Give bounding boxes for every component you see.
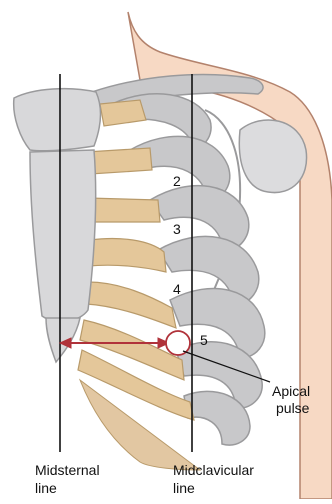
midclavicular-label-line1: Midclavicular	[173, 463, 254, 478]
midsternal-label-line2: line	[35, 481, 57, 496]
intercostal-number-5: 5	[200, 333, 208, 348]
apical-pulse-label-line2: pulse	[276, 401, 309, 416]
humerus-head	[239, 120, 306, 193]
cartilage-5	[86, 282, 176, 328]
apical-pulse-circle	[166, 331, 190, 355]
midclavicular-label-line2: line	[173, 481, 195, 496]
cartilage-1	[100, 100, 146, 126]
cartilage-3	[88, 198, 160, 222]
intercostal-number-4: 4	[173, 282, 181, 297]
intercostal-number-2: 2	[173, 174, 181, 189]
sternum-body	[30, 150, 96, 322]
apical-pulse-label-line1: Apical	[272, 384, 310, 399]
cartilage-4	[88, 239, 166, 273]
midsternal-label-line1: Midsternal	[35, 463, 100, 478]
xiphoid	[46, 318, 80, 362]
intercostal-number-3: 3	[173, 222, 181, 237]
manubrium	[14, 89, 101, 151]
